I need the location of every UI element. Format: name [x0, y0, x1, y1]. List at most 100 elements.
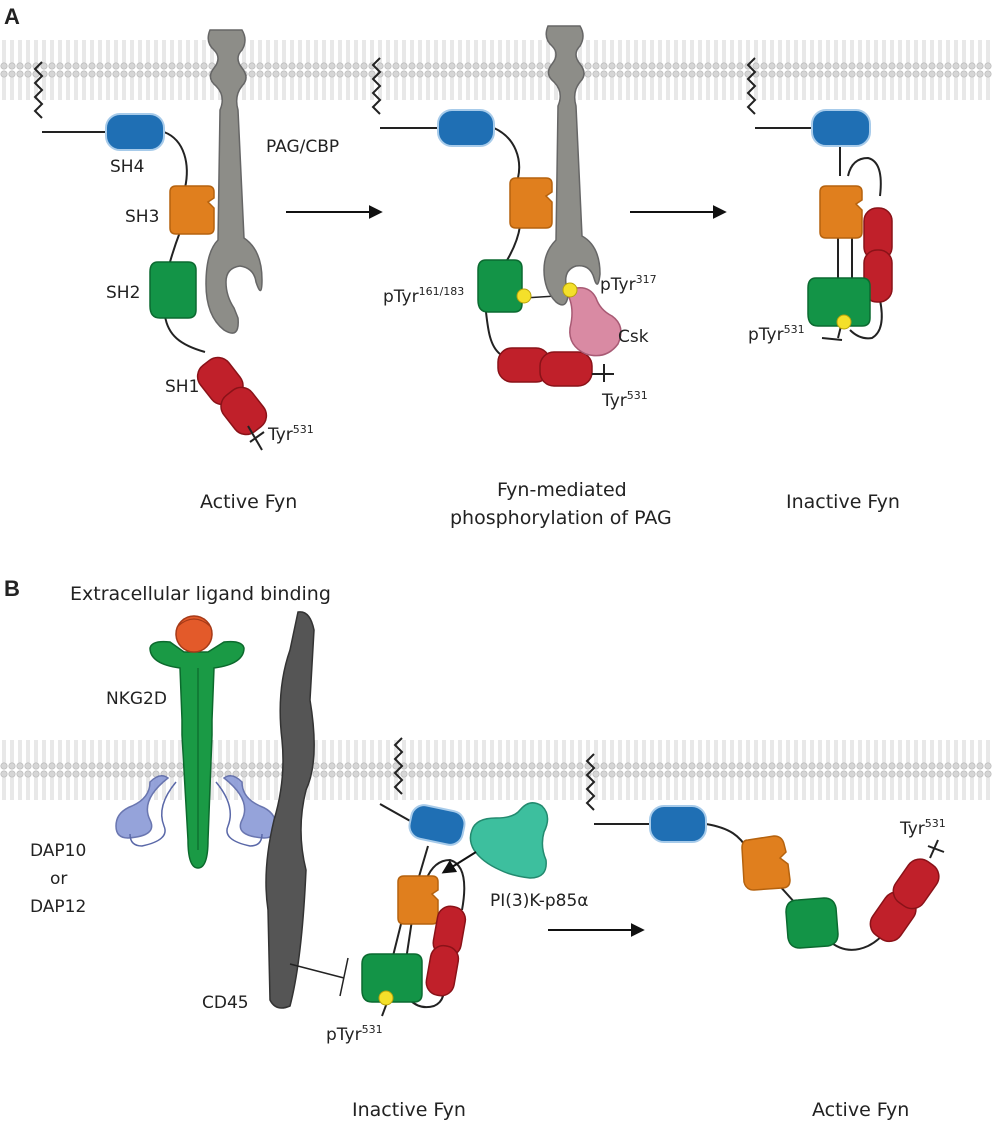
phospho-tyr-531: [378, 990, 394, 1006]
active-fyn-b2: [585, 753, 945, 951]
myristoyl-anchor: [393, 737, 404, 795]
pag-cbp-protein: [543, 25, 601, 306]
ptyr-161-183-label: pTyr161/183: [383, 285, 464, 307]
linker: [164, 315, 206, 353]
sh4-domain: [408, 804, 466, 846]
tyr-superscript: 531: [293, 423, 314, 436]
sh3-domain: [397, 875, 439, 925]
linker: [417, 845, 429, 881]
cd45-label: CD45: [202, 993, 249, 1013]
ptyr-531-label: pTyr531: [326, 1023, 383, 1045]
dap-right-2: [215, 781, 263, 847]
ptyr-base: pTyr: [600, 275, 636, 295]
linker: [425, 858, 466, 911]
tyr531-tick: [927, 845, 945, 853]
tyr531-label: Tyr531: [899, 817, 946, 839]
ptyr-base: pTyr: [383, 287, 419, 307]
dap10-label: DAP10: [30, 841, 86, 861]
ptyr-base: pTyr: [748, 325, 784, 345]
pi3k-p85-protein: [469, 802, 549, 879]
tyr-superscript: 531: [627, 389, 648, 402]
sh1-lobe-c: [892, 858, 940, 910]
extracellular-title: Extracellular ligand binding: [70, 583, 331, 605]
dap12-label: DAP12: [30, 897, 86, 917]
caption-phosphorylation-line1: Fyn-mediated: [497, 479, 627, 501]
linker: [849, 299, 883, 340]
phospho-tyr-161-183: [516, 288, 532, 304]
sh1-lobe-c: [863, 249, 893, 303]
myristoyl-anchor: [746, 57, 757, 115]
membrane-panel-a: [0, 35, 992, 105]
tyr531-label: Tyr531: [267, 423, 314, 445]
sh2-domain: [785, 897, 839, 949]
tyr-base: Tyr: [899, 819, 925, 839]
ptyr-superscript: 317: [636, 273, 657, 286]
phospho-tyr-531: [836, 314, 852, 330]
myristoyl-anchor: [33, 61, 44, 119]
tyr-base: Tyr: [267, 425, 293, 445]
sh1-kinase-domain: [869, 858, 940, 943]
caption-inactive-fyn-b: Inactive Fyn: [352, 1099, 466, 1121]
linker: [379, 803, 413, 823]
sh2-domain: [361, 953, 423, 1003]
phospho-tyr-317: [562, 282, 578, 298]
caption-active-fyn-b: Active Fyn: [812, 1099, 909, 1121]
sh3-domain: [741, 835, 791, 891]
panel-a-letter: A: [4, 4, 20, 29]
panel-b-letter: B: [4, 576, 20, 601]
ptyr-base: pTyr: [326, 1025, 362, 1045]
caption-phosphorylation-line2: phosphorylation of PAG: [450, 507, 672, 529]
sh3-domain: [169, 185, 215, 235]
sh3-domain: [819, 185, 863, 239]
dap-left-2: [129, 781, 177, 847]
sh1-kinase-domain: [497, 347, 593, 387]
ptyr-531-label: pTyr531: [748, 323, 805, 345]
sh2-label: SH2: [106, 283, 140, 303]
nkg2d-label: NKG2D: [106, 689, 167, 709]
sh2-domain: [807, 277, 871, 327]
linker: [847, 156, 882, 197]
dap-left: [115, 775, 170, 839]
ptyr-superscript: 531: [784, 323, 805, 336]
pi3k-label: PI(3)K-p85α: [490, 891, 589, 911]
inactive-fyn-b1: [361, 737, 467, 1017]
caption-active-fyn-a: Active Fyn: [200, 491, 297, 513]
tyr531-label: Tyr531: [601, 389, 648, 411]
linker: [505, 225, 521, 263]
pag-cbp-protein: [205, 29, 263, 334]
ptyr-superscript: 531: [362, 1023, 383, 1036]
ligand-cap: [177, 618, 211, 627]
cd45-inhibition-bar: [339, 957, 349, 997]
sh4-domain: [811, 109, 871, 147]
sh1-lobe-c: [220, 386, 268, 436]
sh3-domain: [509, 177, 553, 229]
ptyr-317-label: pTyr317: [600, 273, 657, 295]
tyr-base: Tyr: [601, 391, 627, 411]
csk-label: Csk: [618, 327, 649, 347]
sh4-label: SH4: [110, 157, 144, 177]
membrane-panel-b: [0, 730, 992, 800]
pi3k-base: PI(3)K-p85: [490, 891, 577, 911]
sh4-domain: [437, 109, 495, 147]
linker: [493, 127, 521, 179]
csk-protein: [568, 286, 622, 357]
sh4-domain: [105, 113, 165, 151]
pag-cbp-label: PAG/CBP: [266, 137, 339, 157]
sh1-kinase-domain: [425, 905, 467, 997]
sh4-domain: [649, 805, 707, 843]
sh1-kinase-domain: [863, 207, 893, 303]
myristoyl-anchor: [585, 753, 596, 811]
nkg2d-receptor: [149, 615, 245, 869]
ligand: [175, 615, 213, 653]
tyr531-tick: [249, 431, 265, 443]
tail-tick: [821, 337, 843, 341]
cd45-phosphatase: [265, 611, 315, 1009]
linker: [169, 231, 181, 263]
sh1-lobe-c: [425, 944, 460, 997]
sh3-label: SH3: [125, 207, 159, 227]
caption-inactive-fyn-a: Inactive Fyn: [786, 491, 900, 513]
sh1-lobe-c: [539, 351, 593, 387]
pi3k-arrow: [441, 851, 477, 874]
inactive-fyn-a3: [746, 57, 893, 341]
